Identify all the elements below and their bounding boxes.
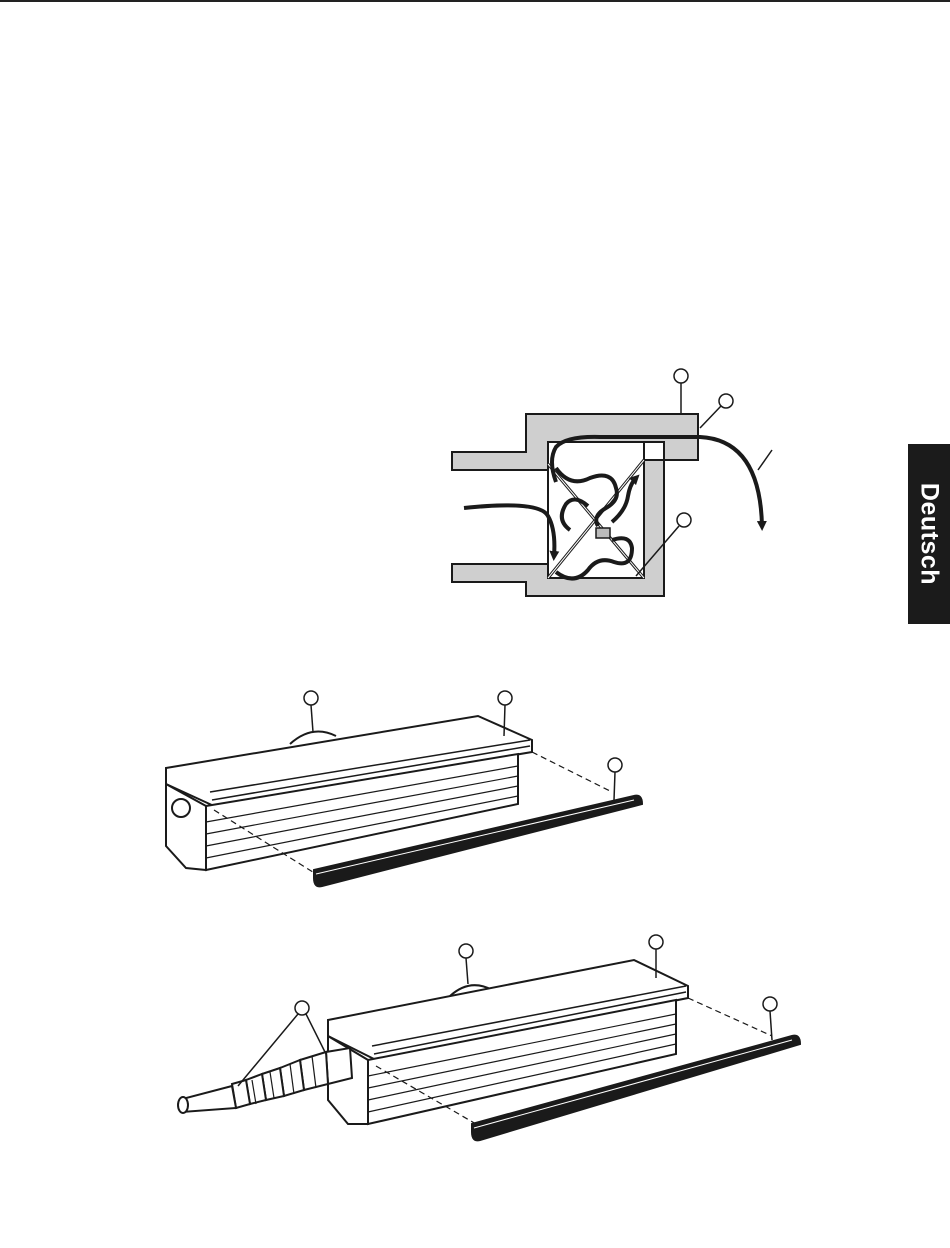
lamp-housing-with-cable	[178, 935, 800, 1140]
lamp-housing-with-seal	[166, 691, 642, 886]
callout-3	[677, 513, 691, 527]
callout-flow-leader	[758, 450, 772, 470]
callout-2	[719, 394, 733, 408]
callout-top	[649, 935, 663, 949]
callout-1	[674, 369, 688, 383]
end-cap-screw	[172, 799, 190, 817]
callout-cable	[295, 1001, 309, 1015]
callout-dome	[459, 944, 473, 958]
center-block	[596, 528, 610, 538]
guide-line-top	[688, 998, 772, 1036]
guide-line-top	[532, 752, 612, 792]
flow-in	[464, 505, 554, 556]
cross-section-diagram	[452, 369, 772, 596]
callout-seal	[608, 758, 622, 772]
callout-dome	[304, 691, 318, 705]
callout-top	[498, 691, 512, 705]
callout-seal	[763, 997, 777, 1011]
